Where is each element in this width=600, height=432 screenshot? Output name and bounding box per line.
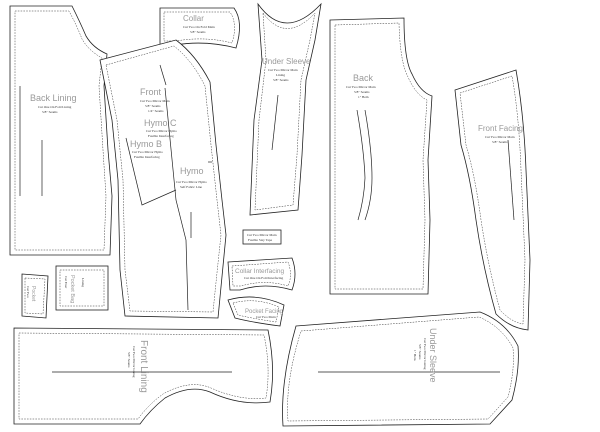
under-sleeve-top-line-3: 5/8" Seams (273, 78, 289, 82)
tag-strip-line-2: Fusible Stay Tape (248, 238, 273, 242)
collar-interfacing-title: Collar Interfacing (235, 268, 285, 275)
under-sleeve-bottom-line-2: 5/8" Seams (418, 344, 422, 360)
piece-back[interactable]: Back Cut Two Mirror Main 5/8" Seams 1" H… (329, 17, 433, 295)
front-lining-line-1: Cut Two Mirror Lining (132, 346, 136, 378)
piece-back-lining[interactable]: Back Lining Cut One On Fold Lining 5/8" … (9, 5, 113, 256)
front-lining-line-2: 5/8" Seams (127, 352, 131, 368)
under-sleeve-top-title: Under Sleeve (262, 57, 311, 66)
back-lining-title: Back Lining (30, 93, 77, 103)
collar-line-1: Cut Two On Fold Main (183, 25, 215, 29)
hymo-b-line-1: Cut Two Mirror Hymo (132, 150, 163, 154)
piece-front[interactable]: Front Cut Two Mirror Main 5/8" Seams 1/4… (99, 39, 227, 319)
collar-title: Collar (183, 14, 204, 23)
under-sleeve-top-line-2: Lining (276, 73, 285, 77)
back-lining-line-1: Cut One On Fold Lining (38, 105, 72, 109)
tag-strip-line-1: Cut Two Mirror Main (247, 233, 277, 237)
pocket-b-line-2: Lining (81, 278, 85, 287)
hymo-c-line-1: Cut Two Mirror Hymo (146, 129, 177, 133)
piece-under-sleeve-top[interactable]: Under Sleeve Cut Two Mirror Main Lining … (249, 2, 322, 216)
under-sleeve-top-line-1: Cut Two Mirror Main (268, 68, 298, 72)
back-line-3: 1" Hem (358, 95, 369, 99)
piece-pocket-a[interactable]: Pocket Cut Two (21, 273, 49, 319)
pocket-facing-line-1: Cut Two Main (256, 315, 276, 319)
front-title: Front (140, 87, 162, 97)
hymo-line-2: Self Fabric Line (180, 185, 203, 189)
back-line-1: Cut Two Mirror Main (346, 85, 376, 89)
back-line-2: 5/8" Seams (354, 90, 370, 94)
front-line-2: 5/8" Seams (145, 104, 161, 108)
collar-interfacing-line-1: Cut One On Fold Interfacing (244, 276, 283, 280)
under-sleeve-bottom-title: Under Sleeve (428, 328, 438, 383)
piece-pocket-facing[interactable]: Pocket Facing Cut Two Main (227, 296, 285, 327)
front-facing-line-1: Cut Two Mirror Main (485, 135, 515, 139)
front-facing-title: Front Facing (478, 124, 523, 133)
front-lining-title: Front Lining (138, 340, 149, 393)
hymo-c-title: Hymo C (144, 118, 177, 128)
under-sleeve-bottom-line-3: 1" Hem (413, 350, 417, 361)
front-line-1: Cut Two Mirror Main (140, 99, 170, 103)
front-line-3: 1/4" Seams (148, 109, 164, 113)
pocket-b-title: Pocket Bag (69, 275, 75, 303)
piece-collar-interfacing[interactable]: Collar Interfacing Cut One On Fold Inter… (227, 257, 296, 291)
hymo-c-line-2: Fusible Interfacing (148, 134, 174, 138)
piece-tag-strip[interactable]: Cut Two Mirror Main Fusible Stay Tape (242, 229, 282, 245)
pocket-a-line-1: Cut Two (26, 286, 30, 298)
hymo-title: Hymo (180, 166, 204, 176)
collar-line-2: 5/8" Seams (190, 30, 206, 34)
hymo-b-title: Hymo B (130, 139, 162, 149)
piece-pocket-b[interactable]: Pocket Bag Cut Four Lining (55, 265, 109, 311)
pocket-a-title: Pocket (30, 286, 36, 302)
piece-front-lining[interactable]: Front Lining Cut Two Mirror Lining 5/8" … (13, 327, 273, 425)
hymo-line-1: Cut Two Mirror Hymo (176, 180, 207, 184)
pocket-facing-title: Pocket Facing (245, 309, 283, 315)
pocket-b-line-1: Cut Four (64, 276, 68, 289)
back-title: Back (353, 73, 374, 83)
front-facing-line-2: 5/8" Seams (492, 140, 508, 144)
back-lining-line-2: 5/8" Seams (42, 110, 58, 114)
hymo-b-line-2: Fusible Interfacing (134, 155, 160, 159)
piece-under-sleeve-bottom[interactable]: Under Sleeve Cut Two Mirror Lining 5/8" … (282, 311, 519, 427)
piece-front-facing[interactable]: Front Facing Cut Two Mirror Main 5/8" Se… (454, 69, 531, 331)
under-sleeve-bottom-line-1: Cut Two Mirror Lining (423, 338, 427, 370)
